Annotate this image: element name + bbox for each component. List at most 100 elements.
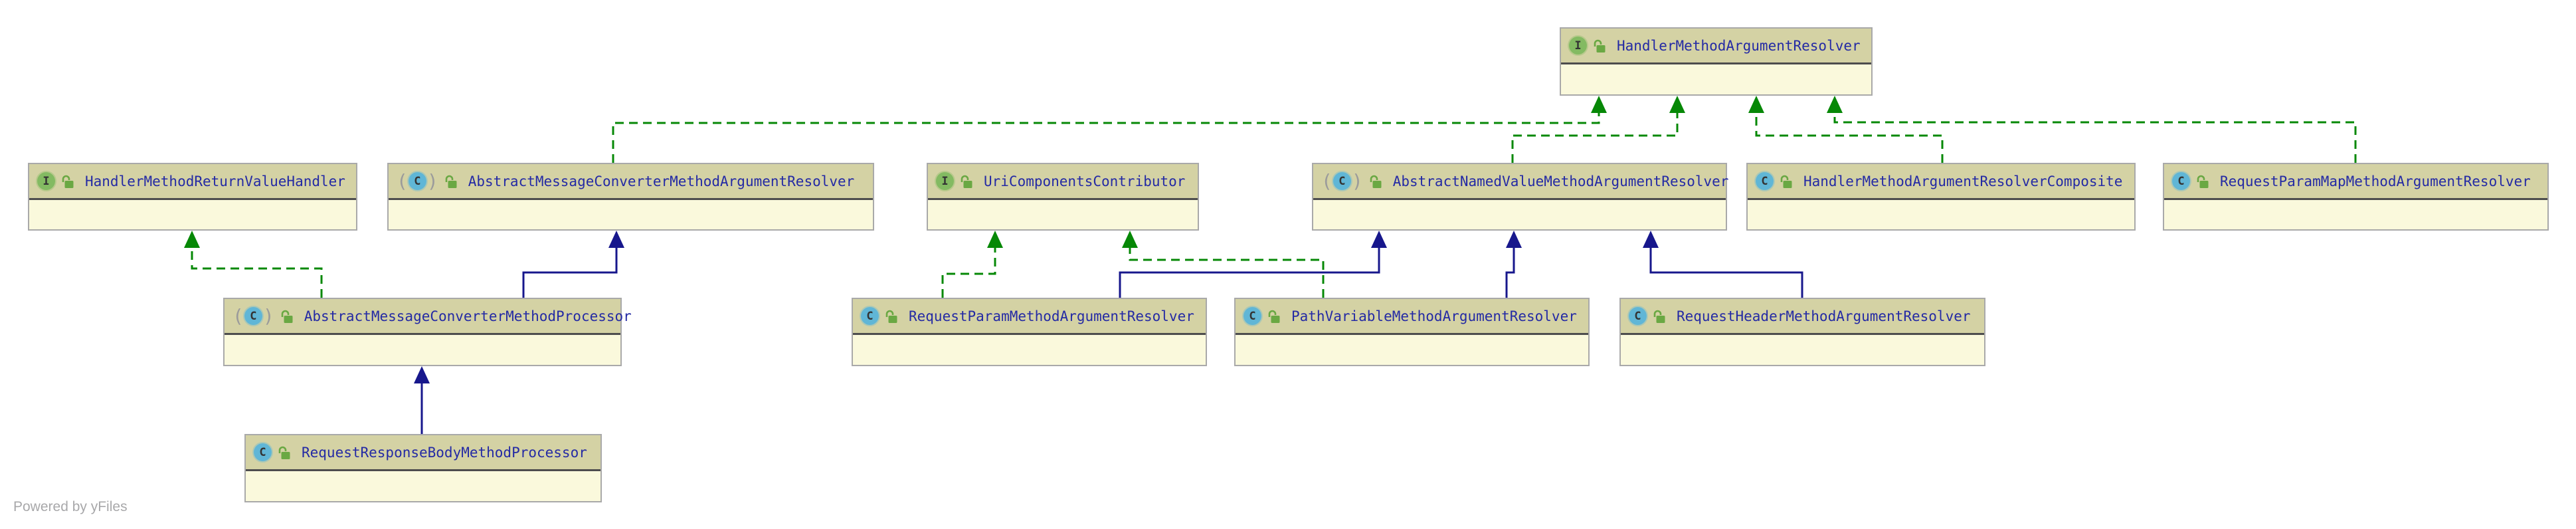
abstract-paren: ( bbox=[232, 305, 244, 327]
extends-line bbox=[1119, 248, 1380, 298]
abstract-class-icon-group: (C) bbox=[397, 170, 438, 192]
watermark-text: Powered by bbox=[13, 499, 91, 514]
class-icon-group: C bbox=[861, 307, 879, 325]
edge-extends-rhmar-to-anvmar bbox=[1643, 231, 1803, 298]
edge-implements-rpmar-to-ucc bbox=[941, 231, 1003, 298]
edge-implements-hmarc-to-hmar bbox=[1748, 96, 1944, 163]
abstract-class-icon-group: (C) bbox=[1321, 170, 1363, 192]
edge-extends-rrbmp-to-amcmp bbox=[414, 366, 430, 434]
node-header: C HandlerMethodArgumentResolverComposite bbox=[1748, 164, 2134, 200]
abstract-class-icon-group: (C) bbox=[232, 305, 274, 327]
class-name-label: RequestParamMethodArgumentResolver bbox=[909, 308, 1194, 324]
class-name-label: HandlerMethodArgumentResolverComposite bbox=[1803, 173, 2123, 189]
class-node-UriComponentsContributor[interactable]: I UriComponentsContributor bbox=[927, 163, 1199, 231]
class-node-AbstractNamedValueMethodArgumentResolver[interactable]: (C)AbstractNamedValueMethodArgumentResol… bbox=[1312, 163, 1728, 231]
public-lock-icon bbox=[1368, 173, 1383, 189]
node-header: I HandlerMethodReturnValueHandler bbox=[29, 164, 356, 200]
node-header: C RequestHeaderMethodArgumentResolver bbox=[1621, 299, 1984, 335]
class-node-AbstractMessageConverterMethodProcessor[interactable]: (C) AbstractMessageConverterMethodProcess… bbox=[223, 298, 632, 366]
edge-extends-amcmp-to-amcmar bbox=[522, 231, 624, 298]
implements-arrowhead bbox=[1122, 231, 1138, 248]
class-node-RequestParamMethodArgumentResolver[interactable]: C RequestParamMethodArgumentResolver bbox=[852, 298, 1207, 366]
implements-arrowhead bbox=[1669, 96, 1685, 113]
class-name-label: HandlerMethodArgumentResolver bbox=[1617, 37, 1861, 54]
extends-line bbox=[522, 248, 618, 298]
class-name-label: PathVariableMethodArgumentResolver bbox=[1291, 308, 1577, 324]
node-header: (C) AbstractMessageConverterMethodArgumen… bbox=[389, 164, 873, 200]
yfiles-link[interactable]: yFiles bbox=[90, 499, 128, 514]
class-icon-group: C bbox=[1243, 307, 1261, 325]
class-name-label: UriComponentsContributor bbox=[984, 173, 1186, 189]
interface-icon: I bbox=[936, 172, 954, 190]
class-node-RequestParamMapMethodArgumentResolver[interactable]: C RequestParamMapMethodArgumentResolver bbox=[2163, 163, 2549, 231]
class-node-RequestHeaderMethodArgumentResolver[interactable]: C RequestHeaderMethodArgumentResolver bbox=[1619, 298, 1985, 366]
edge-extends-pvmar-to-anvmar bbox=[1505, 231, 1522, 298]
node-header: C RequestParamMethodArgumentResolver bbox=[853, 299, 1206, 335]
class-icon: C bbox=[1243, 307, 1261, 325]
class-icon-group: C bbox=[1629, 307, 1647, 325]
abstract-paren: ) bbox=[262, 305, 274, 327]
class-name-label: AbstractMessageConverterMethodArgumentRe… bbox=[468, 173, 855, 189]
abstract-class-icon: C bbox=[244, 307, 262, 325]
class-icon: C bbox=[2172, 172, 2190, 190]
class-icon: C bbox=[254, 443, 272, 461]
edge-implements-rpmmar-to-hmar bbox=[1827, 96, 2357, 163]
implements-line bbox=[612, 113, 1600, 163]
class-node-HandlerMethodArgumentResolver[interactable]: I HandlerMethodArgumentResolver bbox=[1560, 27, 1873, 96]
extends-line bbox=[1505, 248, 1515, 298]
interface-icon-group: I bbox=[1569, 37, 1587, 54]
public-lock-icon bbox=[1779, 173, 1794, 189]
implements-arrowhead bbox=[1827, 96, 1843, 113]
public-lock-icon bbox=[1267, 308, 1281, 324]
public-lock-icon bbox=[277, 445, 292, 461]
abstract-paren: ( bbox=[1321, 170, 1333, 192]
node-header: (C)AbstractNamedValueMethodArgumentResol… bbox=[1313, 164, 1728, 200]
class-icon-group: C bbox=[254, 443, 272, 461]
implements-arrowhead bbox=[1591, 96, 1607, 113]
implements-arrowhead bbox=[1748, 96, 1764, 113]
public-lock-icon bbox=[959, 173, 974, 189]
class-node-AbstractMessageConverterMethodArgumentResolver[interactable]: (C) AbstractMessageConverterMethodArgumen… bbox=[387, 163, 874, 231]
class-node-RequestResponseBodyMethodProcessor[interactable]: C RequestResponseBodyMethodProcessor bbox=[244, 434, 602, 502]
implements-line bbox=[1511, 113, 1679, 163]
class-icon-group: C bbox=[2172, 172, 2190, 190]
extends-arrowhead bbox=[1371, 231, 1387, 248]
implements-arrowhead bbox=[184, 231, 200, 248]
implements-line bbox=[1129, 248, 1325, 298]
edge-implements-amcmp-to-hmrvh bbox=[184, 231, 323, 298]
public-lock-icon bbox=[1652, 308, 1667, 324]
edge-implements-anvmar-to-hmar bbox=[1511, 96, 1685, 163]
extends-arrowhead bbox=[1643, 231, 1659, 248]
abstract-paren: ) bbox=[426, 170, 438, 192]
implements-line bbox=[1833, 113, 2357, 163]
extends-line bbox=[1649, 248, 1803, 298]
powered-by-watermark: Powered by yFiles bbox=[13, 499, 128, 515]
public-lock-icon bbox=[2195, 173, 2210, 189]
extends-arrowhead bbox=[1506, 231, 1522, 248]
node-header: C PathVariableMethodArgumentResolver bbox=[1236, 299, 1588, 335]
implements-line bbox=[941, 248, 996, 298]
class-icon-group: C bbox=[1756, 172, 1774, 190]
node-header: C RequestResponseBodyMethodProcessor bbox=[246, 435, 600, 471]
class-name-label: RequestHeaderMethodArgumentResolver bbox=[1677, 308, 1971, 324]
node-header: C RequestParamMapMethodArgumentResolver bbox=[2164, 164, 2547, 200]
abstract-class-icon: C bbox=[1333, 172, 1351, 190]
class-name-label: AbstractMessageConverterMethodProcessor bbox=[304, 308, 632, 324]
edge-implements-amcmar-to-hmar bbox=[612, 96, 1607, 163]
class-node-HandlerMethodArgumentResolverComposite[interactable]: C HandlerMethodArgumentResolverComposite bbox=[1746, 163, 2136, 231]
abstract-paren: ( bbox=[397, 170, 408, 192]
class-node-HandlerMethodReturnValueHandler[interactable]: I HandlerMethodReturnValueHandler bbox=[28, 163, 357, 231]
class-name-label: RequestResponseBodyMethodProcessor bbox=[302, 444, 587, 461]
class-name-label: HandlerMethodReturnValueHandler bbox=[85, 173, 345, 189]
implements-line bbox=[191, 248, 323, 298]
class-name-label: RequestParamMapMethodArgumentResolver bbox=[2220, 173, 2531, 189]
abstract-paren: ) bbox=[1351, 170, 1363, 192]
interface-icon-group: I bbox=[936, 172, 954, 190]
node-header: I UriComponentsContributor bbox=[928, 164, 1198, 200]
public-lock-icon bbox=[1592, 38, 1607, 54]
public-lock-icon bbox=[60, 173, 75, 189]
class-node-PathVariableMethodArgumentResolver[interactable]: C PathVariableMethodArgumentResolver bbox=[1234, 298, 1590, 366]
interface-icon-group: I bbox=[37, 172, 55, 190]
class-icon: C bbox=[1629, 307, 1647, 325]
